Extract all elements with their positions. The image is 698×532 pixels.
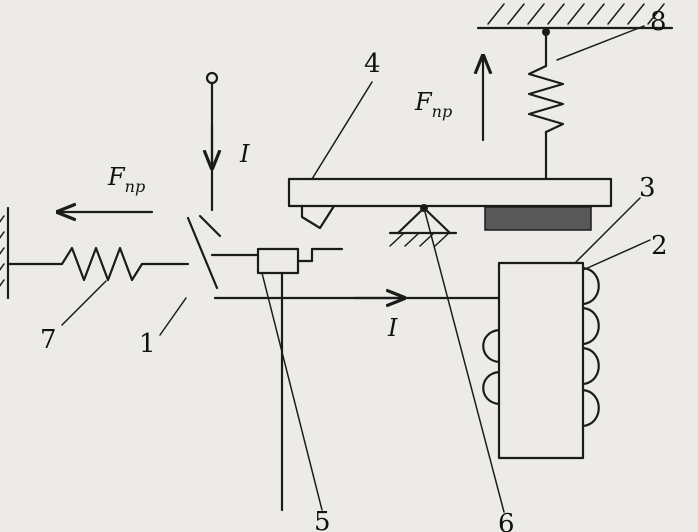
label-6: 6 [498, 509, 515, 532]
label-1: 1 [139, 329, 156, 359]
label-2: 2 [651, 231, 668, 261]
pivot-6 [388, 204, 505, 513]
top-anchor-hatch [476, 3, 674, 30]
force-label-top: Fпр [414, 88, 452, 121]
armature-3 [484, 206, 592, 231]
current-label-bottom: I [387, 314, 398, 342]
label-7: 7 [40, 325, 57, 355]
label-5: 5 [314, 507, 331, 532]
label-3: 3 [639, 173, 656, 203]
contact-lever-1 [159, 214, 222, 336]
link-rod-5 [210, 247, 344, 512]
return-spring-8 [527, 25, 645, 180]
left-wall-hatch [0, 206, 10, 300]
latch-bar-4 [287, 81, 613, 230]
tension-spring-7 [6, 246, 190, 326]
force-label-left: Fпр [107, 163, 145, 196]
input-terminal [207, 71, 217, 212]
current-label-top: I [239, 140, 250, 168]
coil-2 [482, 197, 651, 460]
label-4: 4 [364, 49, 381, 79]
label-8: 8 [650, 7, 667, 37]
